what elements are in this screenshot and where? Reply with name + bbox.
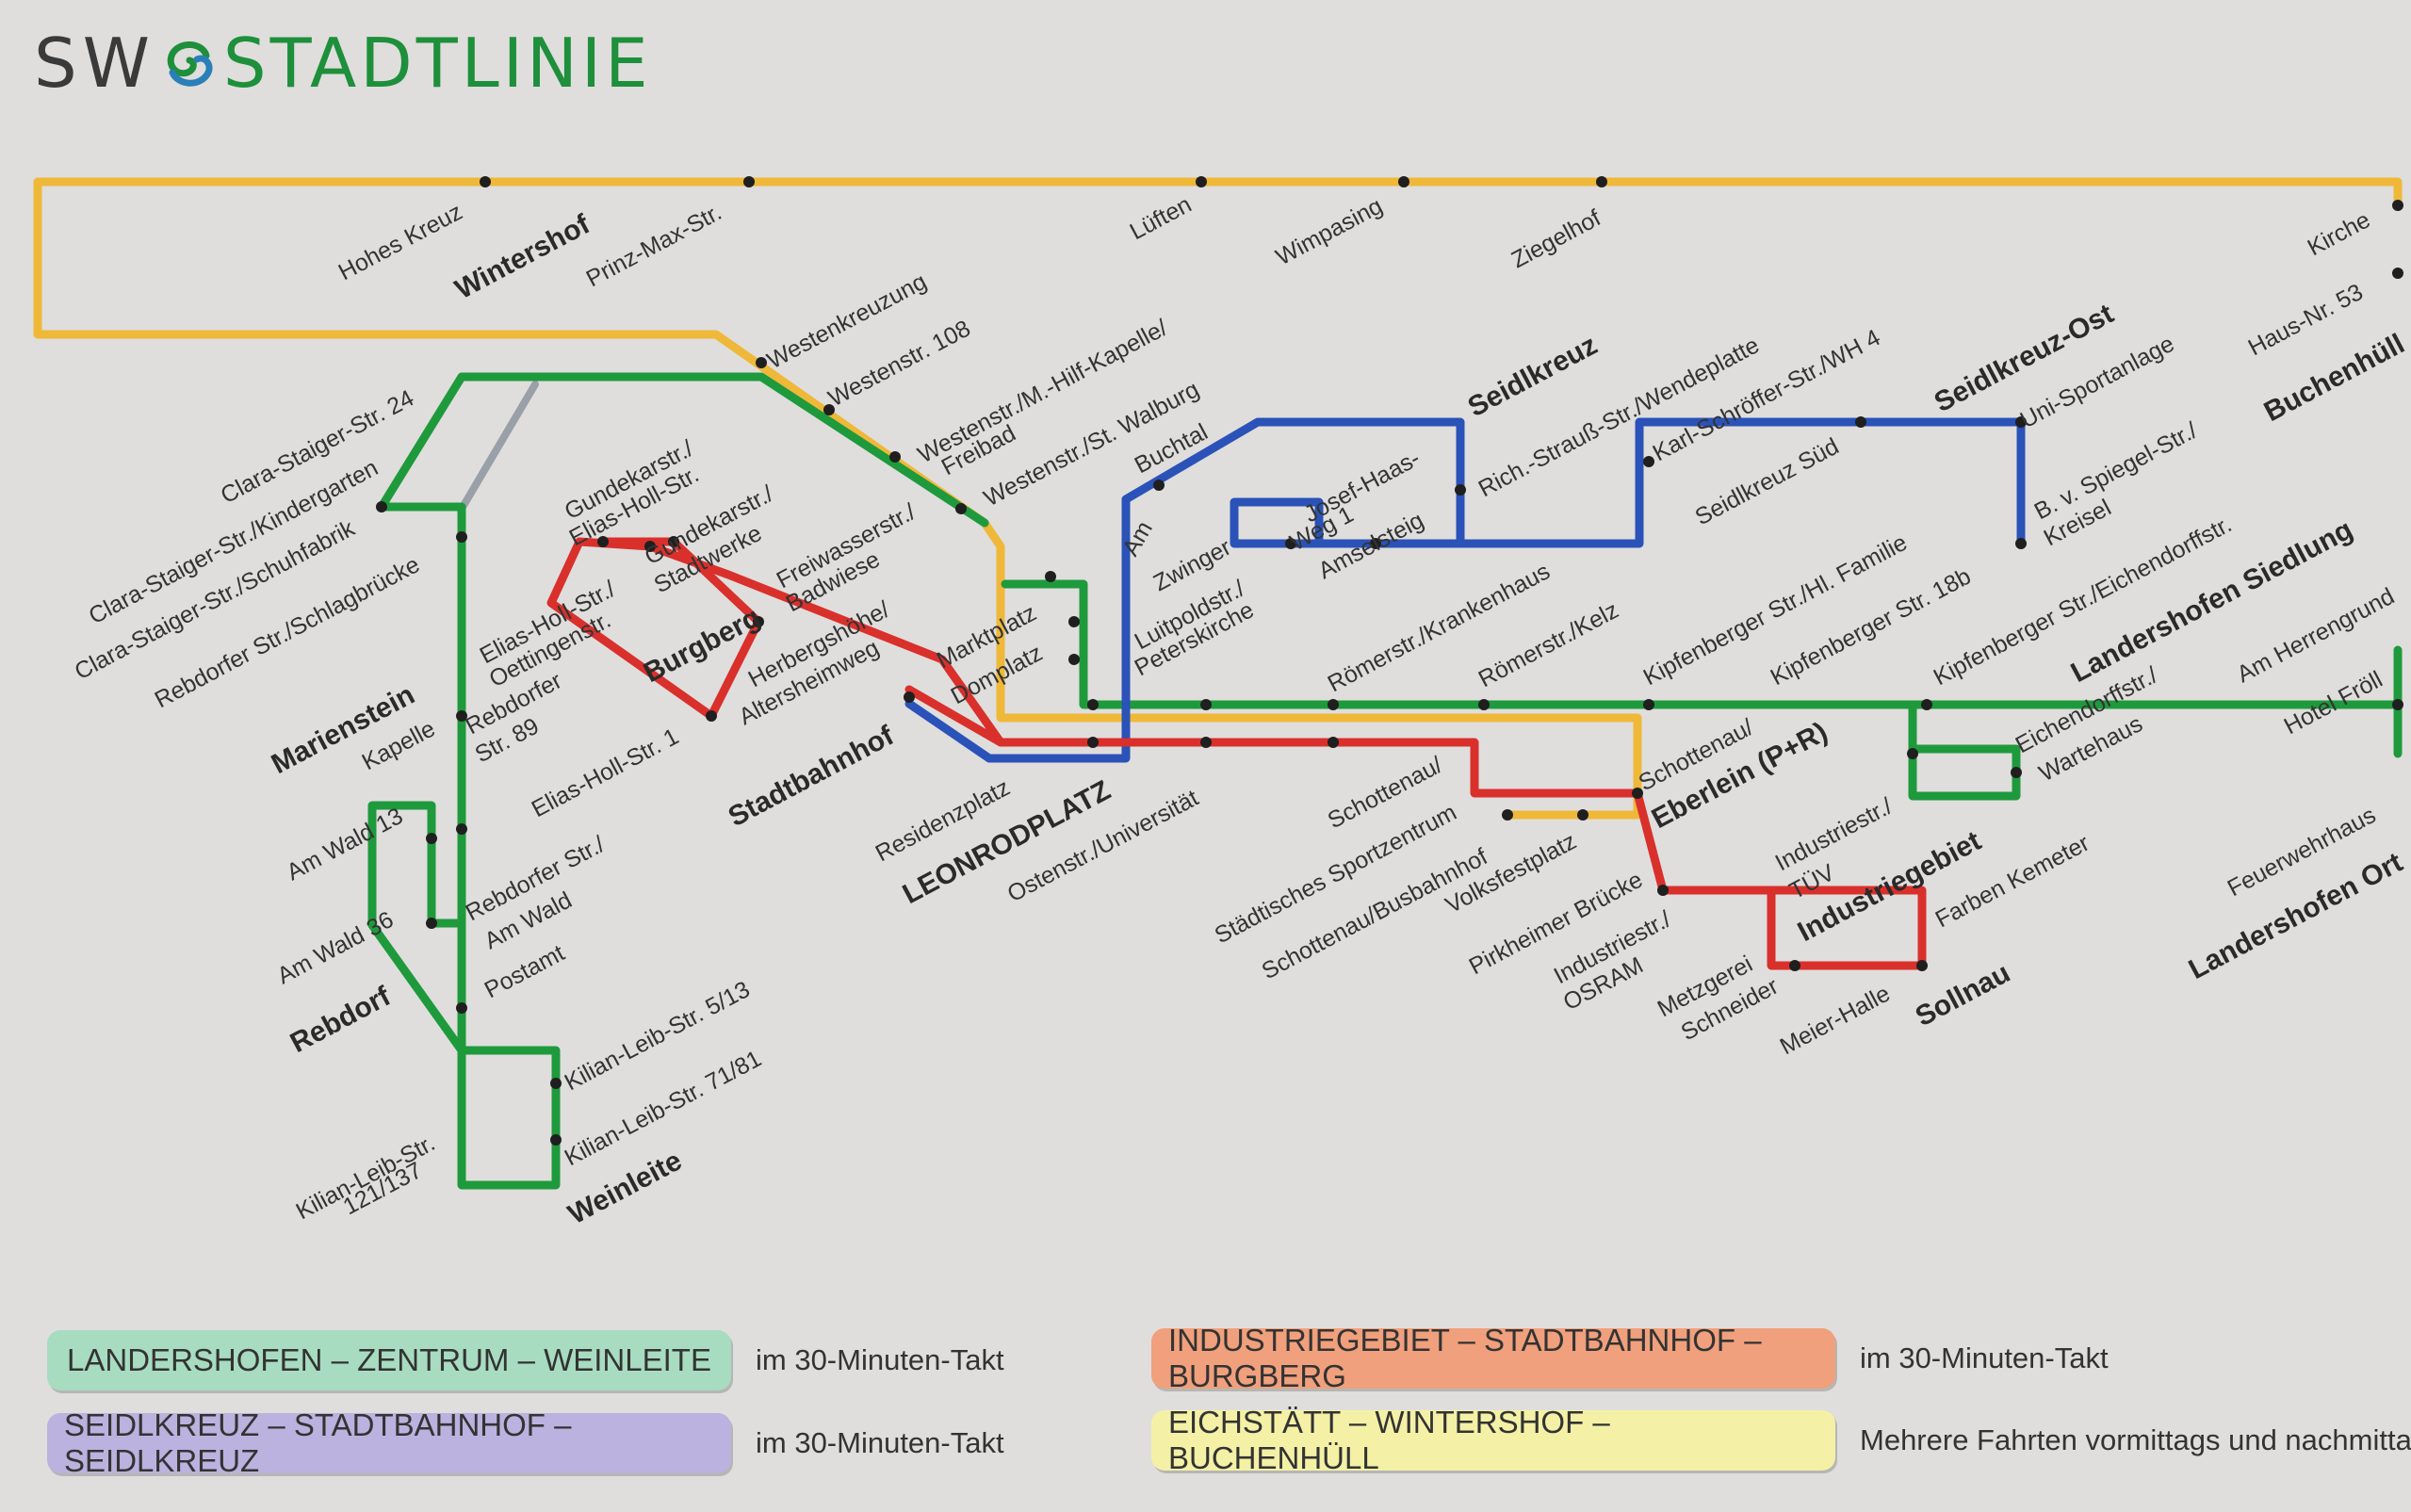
stop-label: Ziegelhof xyxy=(1507,204,1605,273)
stop-dot xyxy=(1045,571,1056,582)
stop-dot xyxy=(550,1134,562,1146)
stop-dot xyxy=(889,451,901,463)
stop-dot xyxy=(1200,699,1212,710)
stop-dot xyxy=(1200,737,1212,748)
stop-dot xyxy=(1087,699,1099,710)
stop-dot xyxy=(597,536,609,547)
stop-dot xyxy=(1921,699,1932,710)
stop-dot xyxy=(1328,699,1339,710)
stop-label: Am Wald 36 xyxy=(273,906,399,989)
stop-label: Meier-Halle xyxy=(1776,981,1895,1061)
legend-green: LANDERSHOFEN – ZENTRUM – WEINLEITE im 30… xyxy=(47,1330,1004,1390)
brand-prefix: SW xyxy=(34,24,155,103)
stop-label: Seidlkreuz xyxy=(1463,330,1603,424)
stop-dot xyxy=(753,616,764,627)
stop-label: Elias-Holl-Str. 1 xyxy=(528,723,683,823)
stop-dot xyxy=(1789,960,1800,971)
legend-frequency-blue: im 30-Minuten-Takt xyxy=(756,1426,1004,1459)
stop-dot xyxy=(1907,748,1918,759)
stop-dot xyxy=(456,823,467,835)
stop-dot xyxy=(1196,176,1207,187)
stop-dot xyxy=(1478,699,1490,710)
stop-dot xyxy=(1502,809,1513,821)
stop-dot xyxy=(2011,767,2022,778)
stop-dot xyxy=(1328,737,1339,748)
stop-dot xyxy=(2015,538,2027,549)
stop-dot xyxy=(1596,176,1607,187)
stop-dot xyxy=(1577,809,1588,821)
stop-dot xyxy=(1068,616,1080,627)
stop-dot xyxy=(1657,885,1669,896)
stop-dot xyxy=(1398,176,1409,187)
swirl-icon xyxy=(167,41,213,87)
legend-red: INDUSTRIEGEBIET – STADTBAHNHOF – BURGBER… xyxy=(1151,1323,2109,1393)
blue-route-line-overlay xyxy=(904,417,2026,763)
brand-header: SW STADTLINIE xyxy=(34,21,652,106)
stop-dot xyxy=(644,541,656,552)
stop-dot xyxy=(904,691,915,703)
stop-label: Kirche xyxy=(2304,206,2375,261)
stop-dot xyxy=(2015,416,2027,428)
stop-dot xyxy=(2392,200,2403,211)
stop-dot xyxy=(550,1078,562,1089)
legend-frequency-green: im 30-Minuten-Takt xyxy=(756,1343,1004,1376)
stop-dot xyxy=(706,710,717,722)
stop-dot xyxy=(1643,456,1654,467)
stop-dot xyxy=(1087,737,1099,748)
legend-frequency-red: im 30-Minuten-Takt xyxy=(1860,1341,2109,1374)
stop-dot xyxy=(456,1002,467,1014)
stop-dot xyxy=(2392,268,2403,279)
legend-pill-green: LANDERSHOFEN – ZENTRUM – WEINLEITE xyxy=(47,1330,731,1390)
legend-blue: SEIDLKREUZ – STADTBAHNHOF – SEIDLKREUZ i… xyxy=(47,1407,1004,1478)
stop-label: Industriestr./ xyxy=(1771,793,1897,877)
stop-dot xyxy=(1855,416,1866,428)
stop-dot xyxy=(1370,538,1381,549)
brand-name: STADTLINIE xyxy=(222,24,652,103)
stop-dot xyxy=(376,501,387,512)
stop-dot xyxy=(2392,699,2403,710)
stop-label: Römerstr./Krankenhaus xyxy=(1324,558,1555,697)
stop-label: B. v. Spiegel-Str./ xyxy=(2030,417,2202,526)
stop-label: Am Wald 13 xyxy=(283,803,408,886)
stop-dot xyxy=(823,404,835,415)
stop-label: Stadtbahnhof xyxy=(724,720,900,833)
stop-dot xyxy=(456,710,467,722)
stop-dot xyxy=(1916,960,1928,971)
grey-connector-line xyxy=(458,381,539,512)
stop-label: Prinz-Max-Str. xyxy=(582,199,726,292)
stop-label: Marienstein xyxy=(267,679,420,780)
stop-label: Wintershof xyxy=(450,208,595,305)
stop-label: Seidlkreuz Süd xyxy=(1691,433,1844,531)
stop-dot xyxy=(456,531,467,543)
stop-label: Rebdorf xyxy=(285,981,397,1060)
stop-dot xyxy=(480,176,491,187)
stop-dot xyxy=(1285,538,1296,549)
legend-pill-blue: SEIDLKREUZ – STADTBAHNHOF – SEIDLKREUZ xyxy=(47,1407,731,1478)
stop-label: Haus-Nr. 53 xyxy=(2244,279,2368,361)
legend-frequency-yellow: Mehrere Fahrten vormittags und nachmitta… xyxy=(1860,1423,2411,1456)
stop-dot xyxy=(426,918,437,929)
stop-dot xyxy=(1068,654,1080,665)
stop-dot xyxy=(743,176,755,187)
legend-pill-yellow: EICHSTÄTT – WINTERSHOF – BUCHENHÜLL xyxy=(1151,1405,1835,1475)
stop-dot xyxy=(426,833,437,844)
stop-dot xyxy=(668,536,679,547)
stop-dot xyxy=(955,503,967,514)
stop-dot xyxy=(1455,484,1466,496)
stop-label: Lüften xyxy=(1126,191,1197,245)
legend-yellow: EICHSTÄTT – WINTERSHOF – BUCHENHÜLL Mehr… xyxy=(1151,1405,2411,1475)
stop-dot xyxy=(1643,699,1654,710)
stop-dot xyxy=(1153,480,1165,491)
legend-pill-red: INDUSTRIEGEBIET – STADTBAHNHOF – BURGBER… xyxy=(1151,1323,1835,1393)
stop-label: Wimpasing xyxy=(1272,193,1387,271)
stop-dot xyxy=(756,357,767,368)
stop-label: Hohes Kreuz xyxy=(334,199,467,286)
stop-dot xyxy=(1632,788,1643,799)
